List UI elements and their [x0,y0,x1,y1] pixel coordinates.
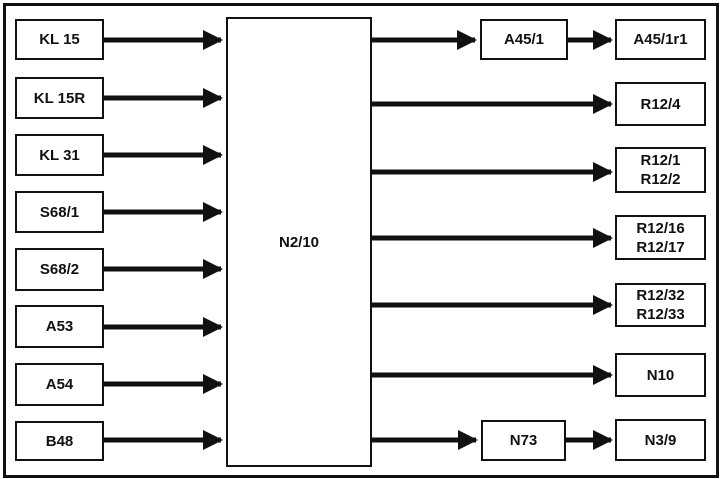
intermediate-label: A45/1 [503,31,545,48]
output-label-line2: R12/2 [640,171,681,188]
input-box-a53: A53 [15,305,104,348]
output-box-r12-32-33: R12/32 R12/33 [615,283,706,327]
output-label-line1: R12/1 [640,152,681,169]
output-box-a45-1r1: A45/1r1 [615,19,706,60]
output-box-n10: N10 [615,353,706,397]
input-label: S68/2 [39,261,80,278]
input-box-b48: B48 [15,421,104,461]
output-label: A45/1r1 [633,31,688,48]
intermediate-box-a45-1: A45/1 [480,19,568,60]
intermediate-label: N73 [509,432,538,449]
input-label: KL 15R [33,89,86,107]
output-label-line1: R12/16 [636,219,685,237]
output-box-r12-4: R12/4 [615,82,706,126]
output-box-n3-9: N3/9 [615,419,706,461]
output-label: N10 [646,366,675,384]
output-label: R12/4 [640,95,681,113]
input-box-s68-2: S68/2 [15,248,104,291]
input-box-a54: A54 [15,363,104,406]
input-label: KL 31 [39,146,80,164]
input-box-kl15: KL 15 [15,19,104,60]
input-label: B48 [45,432,74,450]
central-unit-box: N2/10 [226,17,372,467]
output-box-r12-1-2: R12/1 R12/2 [615,147,706,193]
input-box-s68-1: S68/1 [15,191,104,233]
output-label-line2: R12/17 [636,238,685,256]
central-unit-label: N2/10 [278,233,320,251]
input-box-kl31: KL 31 [15,134,104,176]
input-label: S68/1 [39,203,80,221]
output-label-line2: R12/33 [636,306,685,323]
input-label: KL 15 [39,31,80,48]
input-label: A54 [45,376,74,393]
output-box-r12-16-17: R12/16 R12/17 [615,215,706,260]
output-label-line1: R12/32 [636,287,685,304]
output-label: N3/9 [644,431,677,449]
intermediate-box-n73: N73 [481,420,566,461]
input-label: A53 [45,318,74,335]
input-box-kl15r: KL 15R [15,77,104,119]
